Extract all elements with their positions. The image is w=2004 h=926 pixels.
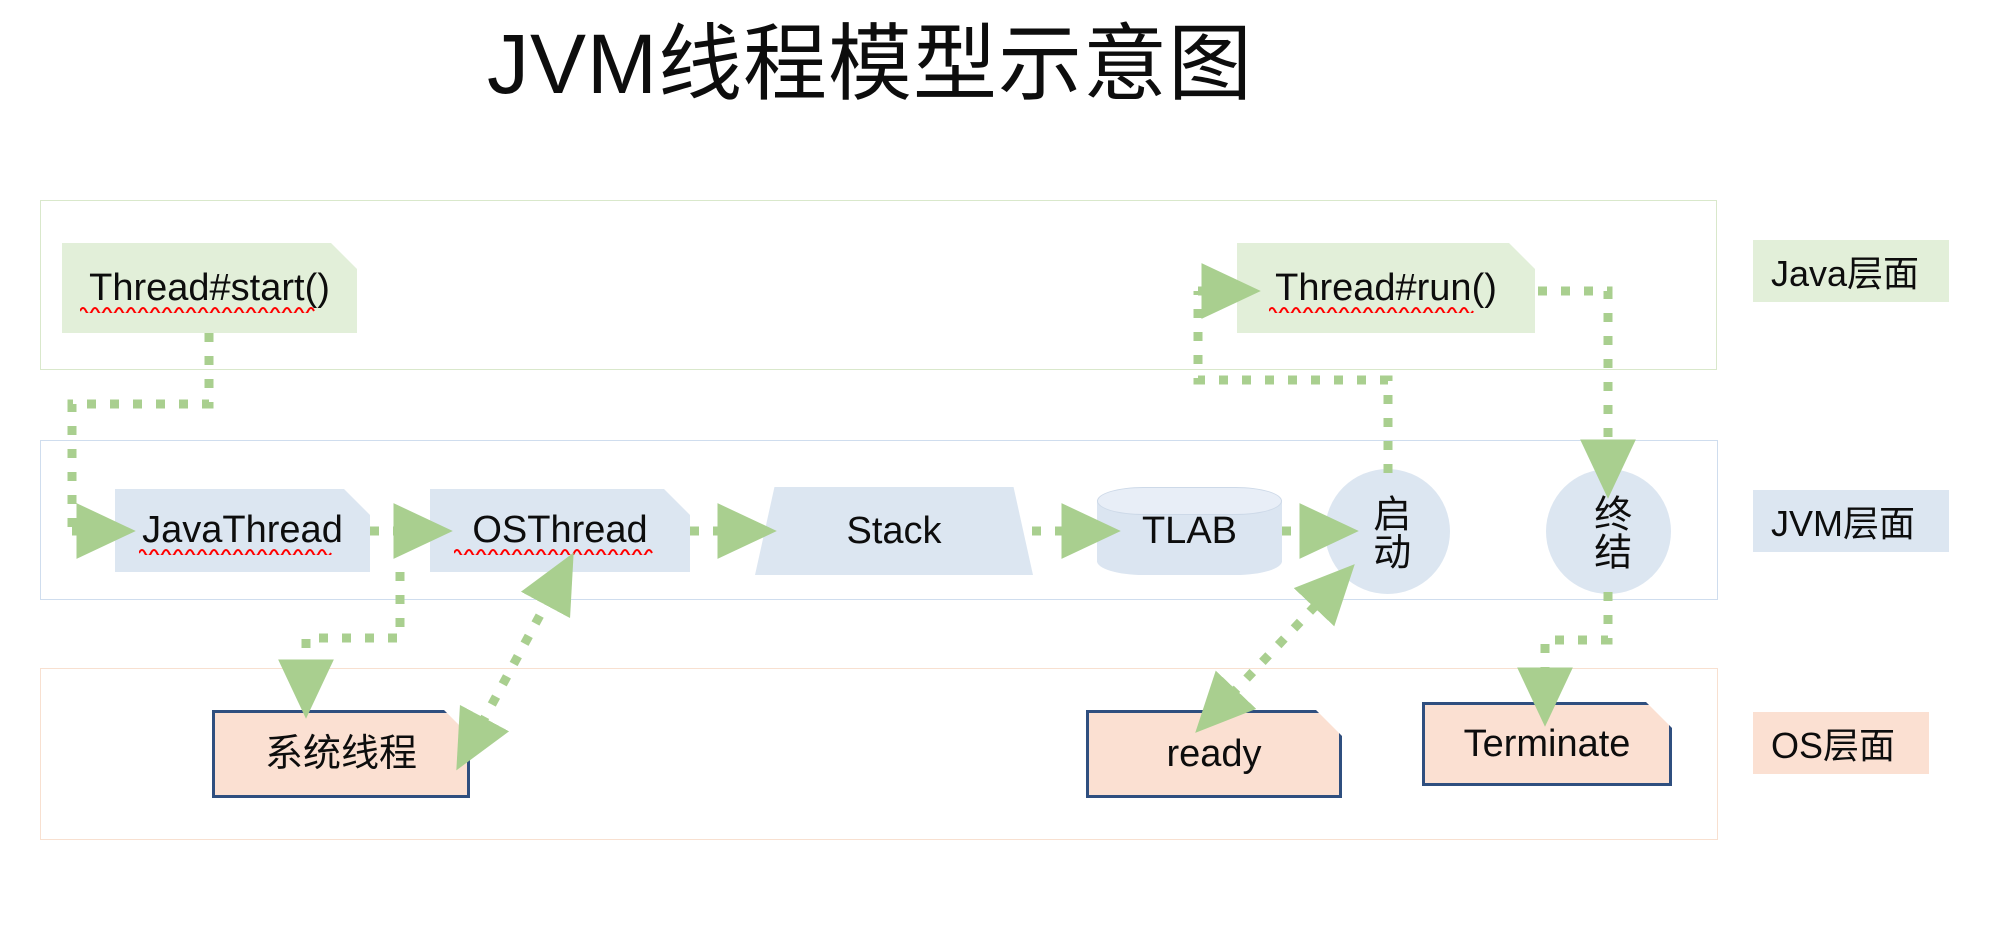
edge-systemthread-osthread-bidirectional <box>456 552 574 771</box>
node-system-thread-label: 系统线程 <box>264 732 417 775</box>
cylinder-top <box>1097 487 1282 515</box>
node-thread-start[interactable]: Thread#start() <box>62 243 357 333</box>
node-thread-run-label: Thread#run() <box>1275 266 1497 309</box>
legend-java-layer: Java层面 <box>1753 240 1949 302</box>
edge-javathread-to-systemthread <box>278 572 405 719</box>
page-title: JVM线程模型示意图 <box>486 17 1253 111</box>
node-terminate-label: Terminate <box>1463 722 1631 765</box>
legend-os-label: OS层面 <box>1771 725 1896 766</box>
node-thread-run[interactable]: Thread#run() <box>1237 243 1535 333</box>
node-stack[interactable]: Stack <box>755 487 1033 575</box>
node-tlab[interactable]: TLAB <box>1097 487 1282 575</box>
legend-jvm-layer: JVM层面 <box>1753 490 1949 552</box>
edge-zhongjie-to-terminate <box>1517 592 1613 727</box>
edge-threadstart-to-javathread <box>67 333 214 531</box>
node-tlab-label: TLAB <box>1141 509 1238 552</box>
node-qidong-label: 启动 <box>1366 493 1409 570</box>
edge-threadrun-to-zhongjie <box>1538 286 1636 499</box>
edge-qidong-to-threadrun <box>1193 291 1393 473</box>
node-stack-label: Stack <box>846 509 942 552</box>
legend-os-layer: OS层面 <box>1753 712 1929 774</box>
node-javathread-label: JavaThread <box>142 509 343 552</box>
legend-java-label: Java层面 <box>1771 253 1920 294</box>
node-javathread[interactable]: JavaThread <box>115 489 370 572</box>
node-ready-label: ready <box>1166 732 1262 775</box>
legend-jvm-label: JVM层面 <box>1771 503 1916 544</box>
node-zhongjie-label: 终结 <box>1587 493 1630 570</box>
node-thread-start-label: Thread#start() <box>89 266 330 309</box>
edge-ready-qidong-bidirectional <box>1195 564 1355 733</box>
node-system-thread[interactable]: 系统线程 <box>212 710 470 798</box>
node-osthread-label: OSThread <box>472 509 648 552</box>
